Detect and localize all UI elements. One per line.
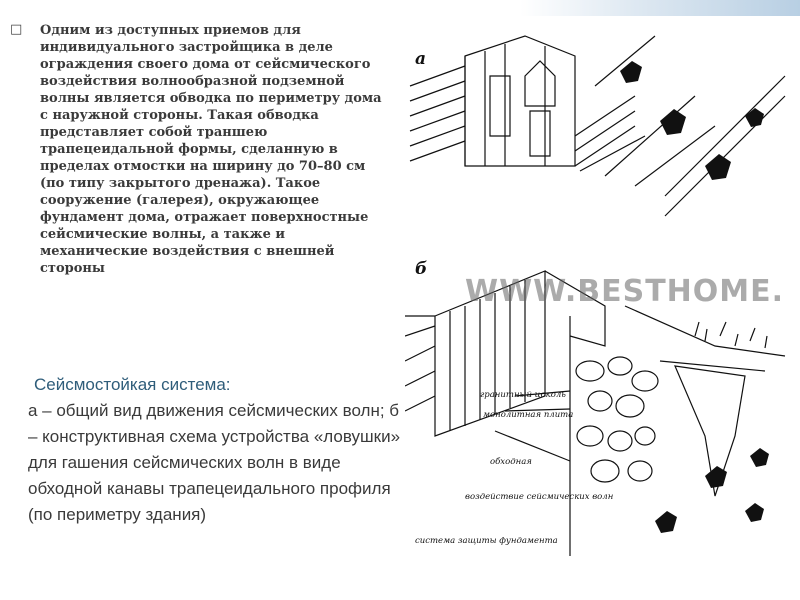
seismic-system-illustration: а (405, 16, 786, 556)
figure-caption: Сейсмостойкая система: а – общий вид дви… (28, 372, 403, 528)
callout-bypass: обходная (490, 456, 532, 467)
caption-body: а – общий вид движения сейсмических волн… (28, 401, 401, 524)
panel-b-seismic-waves (655, 448, 769, 533)
panel-a-drawing (409, 35, 786, 217)
callout-seismic-impact: воздействие сейсмических волн (465, 492, 613, 502)
panel-b-drawing (405, 270, 786, 556)
caption-title: Сейсмостойкая система: (34, 375, 231, 394)
subfigure-label-a: а (415, 49, 426, 69)
watermark-logo: WWW.BESTHOME.RU (465, 274, 786, 309)
callout-foundation-protection: система защиты фундамента (415, 536, 558, 546)
subfigure-label-b: б (415, 259, 427, 279)
square-bullet-icon: □ (10, 22, 23, 37)
top-decorative-strip (520, 0, 800, 16)
callout-granite-plinth: гранитный цоколь (480, 390, 566, 400)
callout-monolithic-slab: монолитная плита (483, 410, 573, 420)
panel-a-seismic-waves (620, 61, 764, 180)
bullet-paragraph: Одним из доступных приемов для индивидуа… (40, 23, 382, 276)
